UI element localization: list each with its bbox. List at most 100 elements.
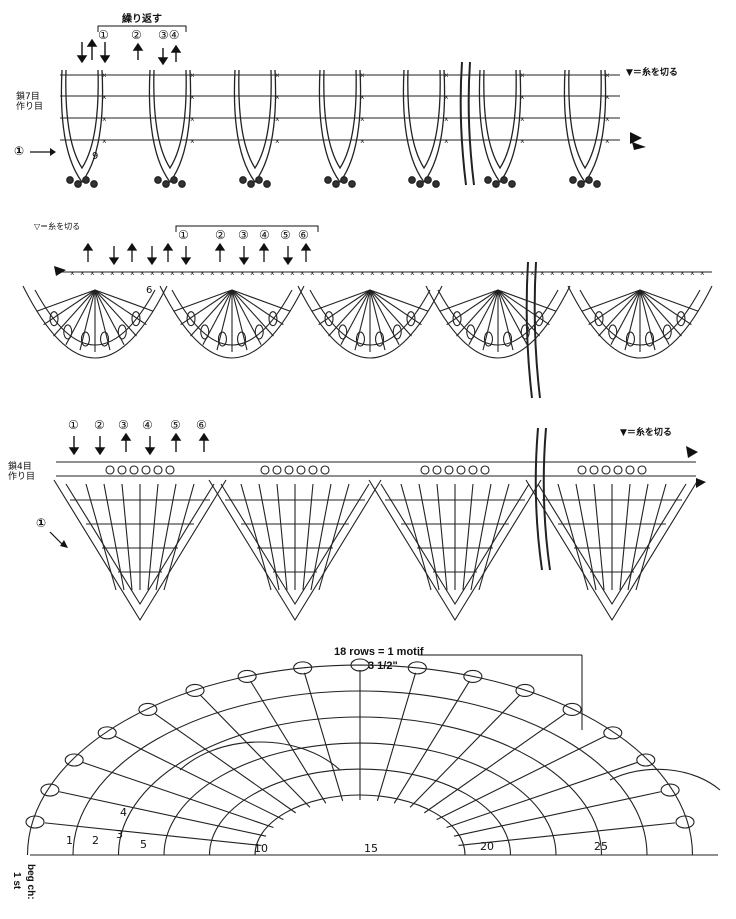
stitch-x: × xyxy=(80,269,85,278)
p4-row-4: 4 xyxy=(120,806,127,819)
picot-dot xyxy=(593,180,601,188)
triangle-outline xyxy=(525,479,699,622)
repeat-label: 繰り返す xyxy=(122,14,162,25)
shell-cluster xyxy=(138,702,158,717)
shell-cluster xyxy=(185,683,205,698)
fan-spoke xyxy=(456,289,499,337)
triangle-spoke xyxy=(557,483,589,591)
panel-2-xmarks: ××××××××××××××××××××××××××××××××××××××××… xyxy=(70,269,705,278)
stitch-x: × xyxy=(444,115,449,124)
arch-loop xyxy=(60,69,104,184)
fan-spoke xyxy=(354,289,371,351)
stitch-x: × xyxy=(360,115,365,124)
motif-spoke xyxy=(153,712,297,814)
cluster-stitch xyxy=(406,311,416,327)
stitch-x: × xyxy=(500,269,505,278)
stitch-x: × xyxy=(350,269,355,278)
cluster-stitch xyxy=(99,331,110,347)
stitch-x: × xyxy=(460,269,465,278)
triangle-spoke xyxy=(318,483,350,591)
cluster-stitch xyxy=(608,324,618,340)
stitch-x: × xyxy=(360,93,365,102)
chain-loop xyxy=(105,465,115,475)
inner-number: 9 xyxy=(92,151,99,162)
picot-dot xyxy=(263,180,271,188)
stitch-x: × xyxy=(580,269,585,278)
picot-dot xyxy=(340,176,348,184)
stitch-x: × xyxy=(520,71,525,80)
shell-cluster xyxy=(97,726,117,740)
panel-3-arrows xyxy=(68,432,210,456)
p2-row-number-3: ③ xyxy=(238,228,249,242)
stitch-x: × xyxy=(330,269,335,278)
arch-inner xyxy=(153,69,187,170)
stitch-x: × xyxy=(605,137,610,146)
triangle-spoke xyxy=(302,483,314,591)
picot-dot xyxy=(178,180,186,188)
p4-row-5: 5 xyxy=(140,838,147,851)
cut-yarn-label: ▼＝糸を切る xyxy=(626,68,678,78)
stitch-x: × xyxy=(540,269,545,278)
stitch-x: × xyxy=(605,115,610,124)
panel-3-break xyxy=(534,427,551,571)
picot-dot xyxy=(500,176,508,184)
fan-spoke xyxy=(231,289,248,351)
stitch-x: × xyxy=(640,269,645,278)
triangle-spoke xyxy=(593,483,605,591)
shell-cluster xyxy=(636,753,656,767)
stitch-x: × xyxy=(275,93,280,102)
p3-row-number-2: ② xyxy=(94,418,105,432)
stitch-x: × xyxy=(430,269,435,278)
p2-row-number-6: ⑥ xyxy=(298,228,309,242)
stitch-x: × xyxy=(70,269,75,278)
fan-spoke xyxy=(94,289,154,312)
stitch-x: × xyxy=(400,269,405,278)
picot-dot xyxy=(239,176,247,184)
fan-spoke xyxy=(311,289,371,312)
motif-spoke xyxy=(446,761,638,829)
panel-3-triangles xyxy=(53,465,699,622)
fan-spoke xyxy=(94,289,137,337)
fan-spoke xyxy=(231,289,284,326)
shell-cluster xyxy=(237,669,257,684)
panel-2-fans xyxy=(22,285,713,359)
motif-spoke xyxy=(82,761,274,829)
stitch-x: × xyxy=(520,137,525,146)
arrow-head xyxy=(180,257,192,266)
arrow-head xyxy=(144,447,156,456)
stitch-x: × xyxy=(360,269,365,278)
cluster-stitch xyxy=(217,331,228,347)
fan-spoke xyxy=(180,289,233,326)
triangle-outline xyxy=(53,479,227,622)
chain-loop xyxy=(468,465,478,475)
motif-ring xyxy=(26,664,694,856)
triangle-spoke xyxy=(121,483,133,591)
stitch-x: × xyxy=(190,269,195,278)
repeat-bracket xyxy=(97,25,187,32)
fan-spoke xyxy=(369,289,422,326)
motif-spoke xyxy=(303,672,344,801)
fan-spoke xyxy=(369,289,429,312)
stitch-x: × xyxy=(120,269,125,278)
cluster-stitch xyxy=(49,311,59,327)
stitch-x: × xyxy=(310,269,315,278)
chain-loop xyxy=(165,465,175,475)
stitch-x: × xyxy=(444,137,449,146)
fan-spoke xyxy=(190,289,233,337)
p3-cut-yarn-label: ▼＝糸を切る xyxy=(620,428,672,438)
chain-loop xyxy=(260,465,270,475)
stitch-x: × xyxy=(550,269,555,278)
arch-inner xyxy=(238,69,272,170)
fan-spoke xyxy=(439,289,499,312)
cluster-stitch xyxy=(338,324,348,340)
p4-row-1: 1 xyxy=(66,834,73,847)
picot-dot xyxy=(424,176,432,184)
fan-spoke xyxy=(231,289,274,337)
stitch-x: × xyxy=(102,137,107,146)
arrow-head xyxy=(198,432,210,441)
chain-loop xyxy=(272,465,282,475)
stitch-x: × xyxy=(260,269,265,278)
motif-spoke xyxy=(393,680,470,804)
stitch-x: × xyxy=(200,269,205,278)
